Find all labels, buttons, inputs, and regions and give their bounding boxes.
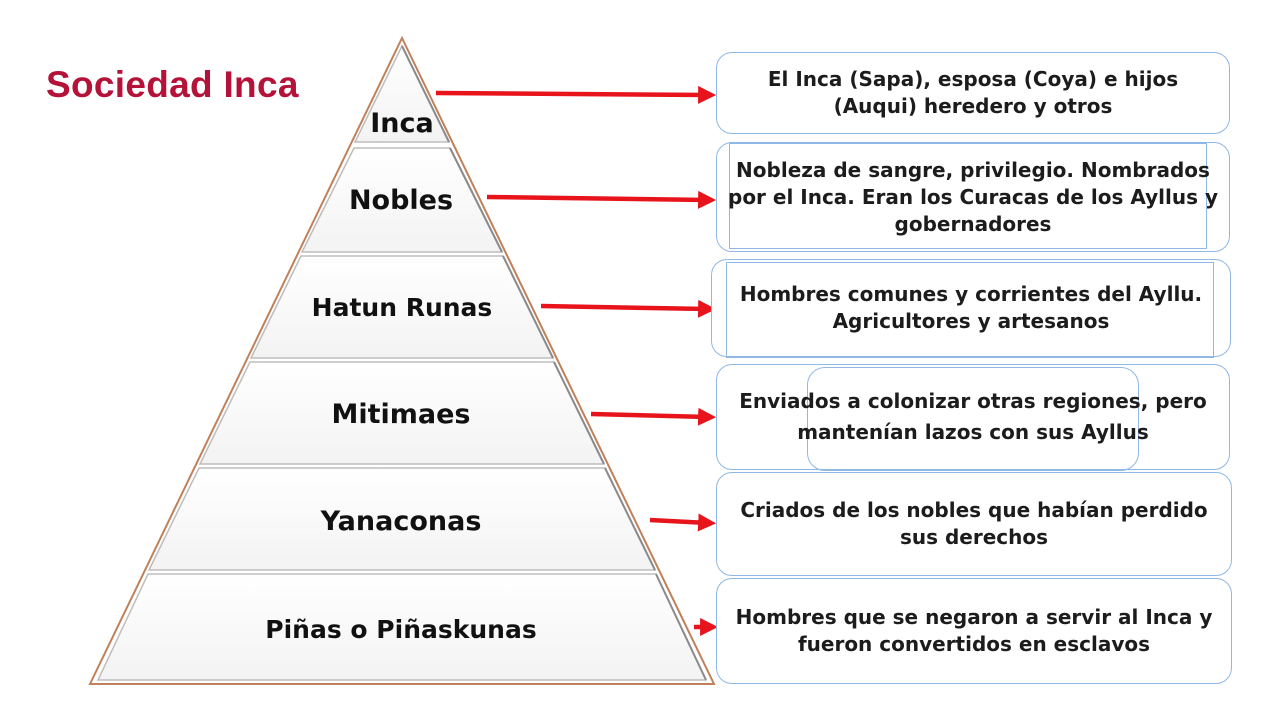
description-box-nobles: Nobleza de sangre, privilegio. Nombrados…	[716, 142, 1230, 252]
description-box-hatun-runas: Hombres comunes y corrientes del Ayllu. …	[711, 259, 1231, 358]
arrow-inca	[435, 85, 717, 104]
page-title: Sociedad Inca	[46, 64, 299, 105]
description-box-inca: El Inca (Sapa), esposa (Coya) e hijos (A…	[716, 52, 1230, 134]
level-label-nobles: Nobles	[349, 185, 453, 216]
tier-yanaconas	[147, 467, 657, 571]
tier-hatun-runas	[249, 255, 555, 359]
description-text-yanaconas: Criados de los nobles que habían perdido…	[740, 498, 1208, 549]
level-label-yanaconas: Yanaconas	[320, 506, 482, 537]
tier-inca	[353, 44, 451, 143]
tier-nobles	[300, 147, 504, 253]
arrow-mitimaes	[590, 407, 717, 426]
description-text-nobles: Nobleza de sangre, privilegio. Nombrados…	[728, 157, 1218, 236]
description-text-hatun-runas: Hombres comunes y corrientes del Ayllu. …	[739, 282, 1203, 333]
description-text-inca: El Inca (Sapa), esposa (Coya) e hijos (A…	[767, 67, 1179, 118]
level-label-hatun-runas: Hatun Runas	[312, 293, 493, 322]
inner-frame-mitimaes	[807, 367, 1139, 471]
level-label-inca: Inca	[370, 108, 434, 139]
arrow-nobles	[486, 190, 717, 209]
description-text-mitimaes: Enviados a colonizar otras regiones, per…	[739, 389, 1207, 444]
description-box-yanaconas: Criados de los nobles que habían perdido…	[716, 472, 1232, 576]
arrow-hatun-runas	[540, 299, 717, 318]
inner-frame-nobles	[729, 143, 1207, 249]
description-text-pinas: Hombres que se negaron a servir al Inca …	[735, 605, 1213, 656]
inner-frame-hatun-runas	[726, 262, 1214, 358]
description-box-pinas: Hombres que se negaron a servir al Inca …	[716, 578, 1232, 684]
pyramid-outline	[88, 35, 716, 685]
level-label-mitimaes: Mitimaes	[331, 399, 470, 430]
arrow-yanaconas	[649, 513, 717, 532]
level-label-pinas: Piñas o Piñaskunas	[265, 615, 536, 644]
description-box-mitimaes: Enviados a colonizar otras regiones, per…	[716, 364, 1230, 471]
tier-mitimaes	[198, 361, 606, 465]
tier-pinas	[96, 573, 708, 681]
